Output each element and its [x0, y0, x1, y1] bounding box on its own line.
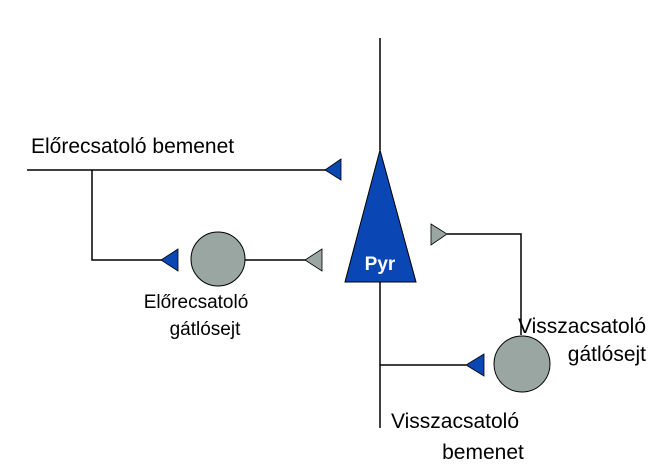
feedforward-input-label: Előrecsatoló bemenet	[31, 135, 234, 158]
feedforward-inhibitory-label-line2: gátlósejt	[170, 319, 241, 340]
feedforward-inhibitory-label-line1: Előrecsatoló	[144, 292, 249, 313]
feedforward-inhibitory-synapse	[304, 248, 323, 272]
feedback-input-label-line2: bemenet	[442, 441, 524, 464]
feedforward-inhibitory-cell	[190, 231, 246, 287]
feedback-input-label-line1: Visszacsatoló	[391, 410, 519, 433]
feedback-excitatory-synapse	[465, 353, 485, 377]
pyramidal-cell-label: Pyr	[365, 254, 396, 275]
feedforward-excitatory-synapse	[324, 158, 342, 181]
interneuron-excitatory-synapse	[160, 248, 179, 272]
pyramidal-cell	[344, 148, 417, 283]
feedback-inhibitory-label-line2: gátlósejt	[568, 343, 646, 366]
feedback-inhibitory-label-line1: Visszacsatoló	[518, 315, 646, 338]
feedback-inhibition-line	[447, 233, 522, 335]
feedback-inhibitory-synapse	[430, 223, 448, 246]
feedback-inhibitory-cell	[493, 335, 551, 393]
feedforward-branch-line	[91, 170, 162, 261]
